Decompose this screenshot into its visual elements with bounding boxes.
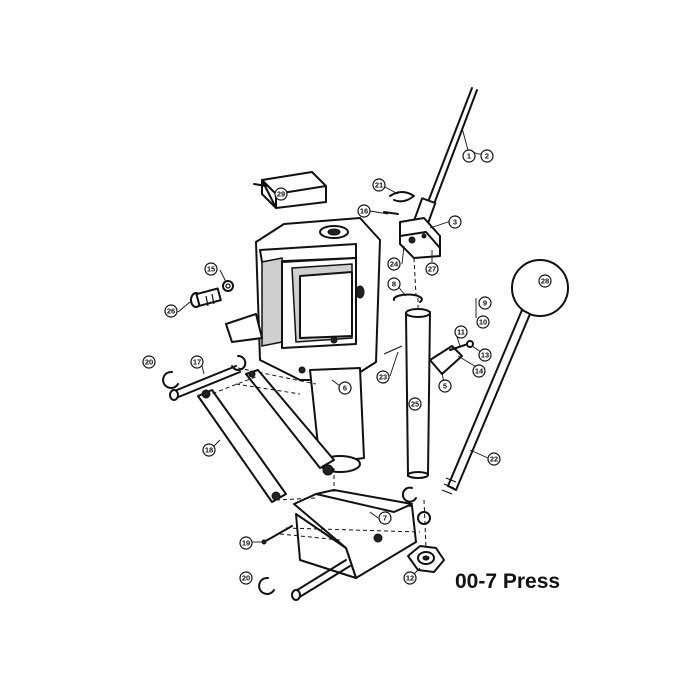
svg-text:21: 21 bbox=[375, 181, 383, 190]
callout-29: 29 bbox=[274, 187, 288, 201]
callout-20-lower: 20 bbox=[239, 571, 253, 585]
svg-text:28: 28 bbox=[541, 277, 549, 286]
part-bolt bbox=[190, 280, 234, 308]
part-tray bbox=[253, 171, 327, 209]
callout-26: 26 bbox=[164, 304, 178, 318]
callout-8: 8 bbox=[387, 277, 401, 291]
svg-text:9: 9 bbox=[483, 299, 487, 308]
svg-text:14: 14 bbox=[475, 367, 484, 376]
callout-21: 21 bbox=[372, 178, 386, 192]
svg-text:19: 19 bbox=[242, 539, 250, 548]
callout-3: 3 bbox=[448, 215, 462, 229]
part-clip-upper bbox=[162, 354, 247, 389]
svg-text:22: 22 bbox=[490, 455, 498, 464]
svg-text:26: 26 bbox=[167, 307, 175, 316]
svg-text:12: 12 bbox=[406, 574, 414, 583]
part-ring-8 bbox=[392, 293, 423, 303]
callout-13: 13 bbox=[478, 348, 492, 362]
part-column bbox=[405, 308, 431, 479]
svg-text:13: 13 bbox=[481, 351, 489, 360]
callout-25: 25 bbox=[408, 397, 422, 411]
part-toggle bbox=[383, 340, 474, 375]
callout-16: 16 bbox=[357, 204, 371, 218]
callout-20-upper: 20 bbox=[142, 355, 156, 369]
svg-text:18: 18 bbox=[205, 446, 213, 455]
callout-9: 9 bbox=[478, 296, 492, 310]
svg-text:27: 27 bbox=[428, 265, 436, 274]
svg-text:1: 1 bbox=[467, 152, 471, 161]
callouts: 1 2 3 5 6 7 8 9 10 11 12 13 14 15 16 17 … bbox=[142, 127, 552, 585]
callout-11: 11 bbox=[454, 325, 468, 339]
part-main-frame bbox=[225, 217, 381, 476]
svg-text:6: 6 bbox=[343, 384, 347, 393]
callout-17: 17 bbox=[190, 355, 204, 369]
part-handle bbox=[441, 259, 569, 495]
callout-24: 24 bbox=[387, 257, 401, 271]
callout-14: 14 bbox=[472, 364, 486, 378]
callout-10: 10 bbox=[476, 315, 490, 329]
svg-text:8: 8 bbox=[392, 280, 396, 289]
svg-text:7: 7 bbox=[383, 514, 387, 523]
svg-text:17: 17 bbox=[193, 358, 201, 367]
svg-text:24: 24 bbox=[390, 260, 399, 269]
svg-text:3: 3 bbox=[453, 218, 457, 227]
part-base bbox=[293, 486, 431, 579]
callout-7: 7 bbox=[378, 511, 392, 525]
svg-text:23: 23 bbox=[379, 373, 387, 382]
svg-text:2: 2 bbox=[485, 152, 489, 161]
callout-2: 2 bbox=[480, 149, 494, 163]
assembly-lines bbox=[205, 257, 427, 549]
svg-text:15: 15 bbox=[207, 265, 215, 274]
diagram-title: 00-7 Press bbox=[455, 570, 561, 593]
svg-text:5: 5 bbox=[443, 382, 447, 391]
svg-text:11: 11 bbox=[457, 328, 465, 337]
svg-text:16: 16 bbox=[360, 207, 368, 216]
part-pin-17 bbox=[169, 365, 241, 401]
svg-text:25: 25 bbox=[411, 400, 419, 409]
callout-6: 6 bbox=[338, 381, 352, 395]
svg-text:10: 10 bbox=[479, 318, 487, 327]
svg-text:20: 20 bbox=[145, 358, 153, 367]
part-link-18 bbox=[197, 369, 335, 503]
callout-27: 27 bbox=[425, 262, 439, 276]
part-pin-lower bbox=[258, 559, 351, 601]
callout-12: 12 bbox=[403, 571, 417, 585]
callout-18: 18 bbox=[202, 443, 216, 457]
callout-5: 5 bbox=[438, 379, 452, 393]
svg-text:20: 20 bbox=[242, 574, 250, 583]
callout-28: 28 bbox=[538, 274, 552, 288]
part-nut bbox=[407, 545, 445, 573]
callout-22: 22 bbox=[487, 452, 501, 466]
svg-text:29: 29 bbox=[277, 190, 285, 199]
callout-23: 23 bbox=[376, 370, 390, 384]
callout-15: 15 bbox=[204, 262, 218, 276]
callout-19: 19 bbox=[239, 536, 253, 550]
callout-1: 1 bbox=[462, 149, 476, 163]
